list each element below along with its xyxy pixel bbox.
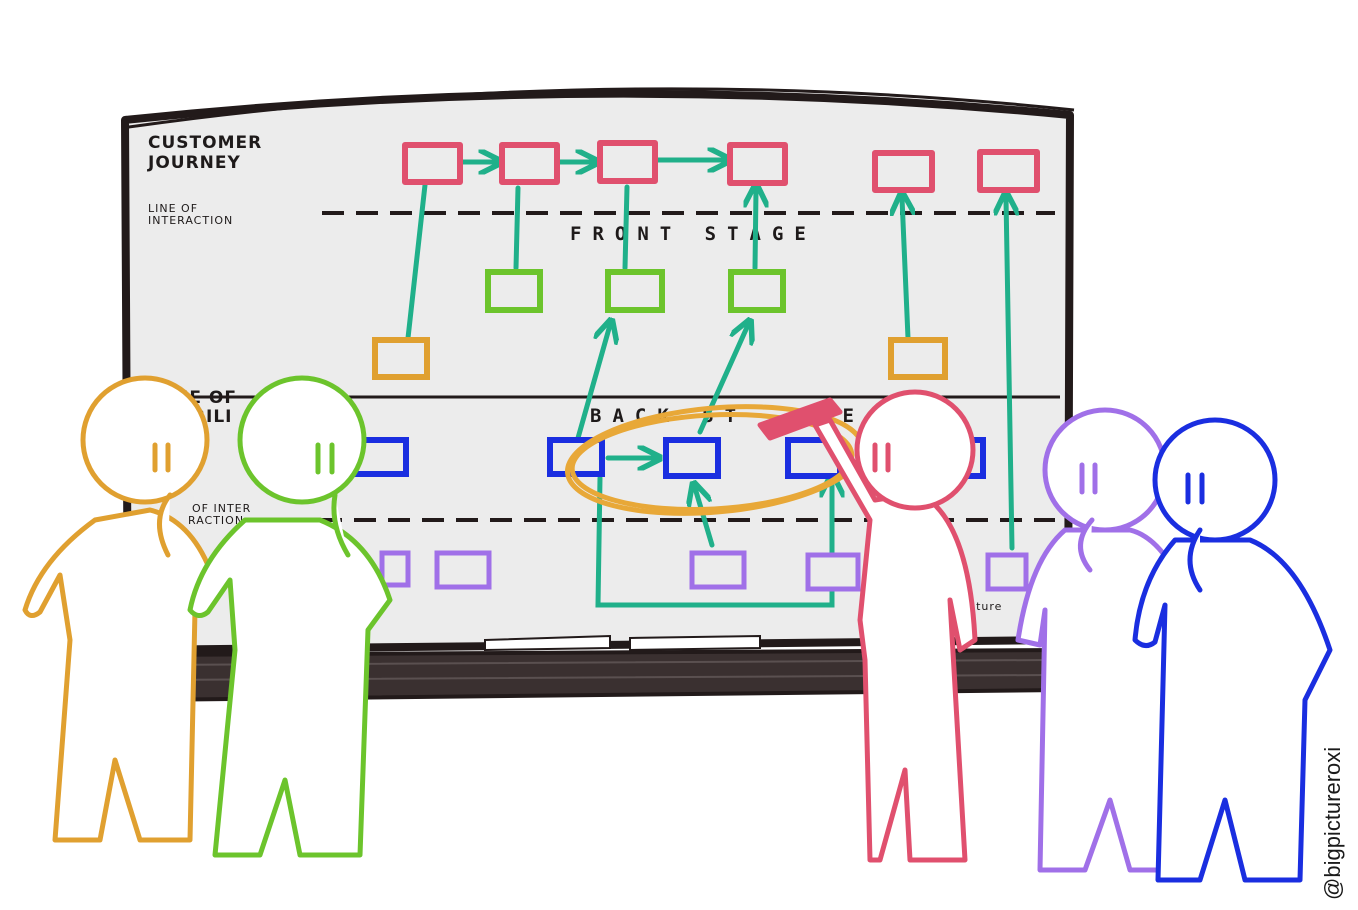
frontstage-action-box bbox=[728, 269, 786, 313]
marker-icon bbox=[757, 397, 843, 441]
frontstage-row bbox=[485, 269, 786, 313]
arrow-loop-support-back3 bbox=[595, 478, 832, 608]
line-of-interaction-label-2: INTERACTION bbox=[148, 214, 233, 227]
touchpoint-box bbox=[888, 337, 948, 380]
arrow-support-j6 bbox=[1006, 198, 1012, 551]
person-green bbox=[187, 375, 393, 858]
touchpoint-row bbox=[372, 337, 948, 380]
customer-journey-row bbox=[402, 140, 1040, 193]
journey-step-box bbox=[499, 142, 560, 185]
journey-step-box bbox=[402, 142, 463, 185]
journey-step-box bbox=[872, 150, 935, 193]
frontstage-action-box bbox=[485, 269, 543, 313]
journey-step-box bbox=[977, 149, 1040, 193]
arrow-touchpoint-j5 bbox=[902, 198, 908, 341]
backstage-row bbox=[351, 437, 986, 479]
journey-step-box bbox=[727, 142, 788, 186]
support-process-box bbox=[379, 550, 411, 588]
customer-journey-label-2: JOURNEY bbox=[147, 153, 241, 173]
support-process-box bbox=[689, 550, 747, 590]
support-process-box bbox=[434, 550, 492, 590]
arrow-support-back2 bbox=[695, 488, 715, 548]
support-process-box bbox=[805, 552, 861, 592]
arrow-back1-front2 bbox=[575, 325, 610, 441]
flow-arrows bbox=[405, 160, 1012, 608]
line-j1-touchpoint bbox=[405, 182, 428, 341]
person-pink bbox=[757, 389, 978, 863]
arrow-front3-j4 bbox=[755, 190, 756, 271]
line-j3-front2 bbox=[622, 184, 630, 271]
person-blue bbox=[1132, 417, 1333, 883]
customer-journey-label-1: CUSTOMER bbox=[148, 133, 262, 153]
journey-step-box bbox=[597, 140, 658, 184]
backstage-action-box bbox=[663, 437, 721, 479]
line-of-internal-interaction-label-1: OF INTER bbox=[192, 502, 251, 515]
touchpoint-box bbox=[372, 337, 430, 380]
support-row bbox=[379, 550, 1029, 592]
artist-credit: @bigpictureroxi bbox=[1320, 747, 1345, 900]
line-j2-front1 bbox=[513, 185, 521, 271]
line-of-internal-interaction-label-2: RACTION bbox=[188, 514, 244, 527]
support-process-box bbox=[985, 552, 1029, 592]
frontstage-action-box bbox=[605, 269, 665, 313]
person-orange bbox=[22, 375, 213, 843]
line-of-interaction-label-1: LINE OF bbox=[148, 202, 198, 215]
front-stage-label: FRONT STAGE bbox=[570, 223, 817, 245]
